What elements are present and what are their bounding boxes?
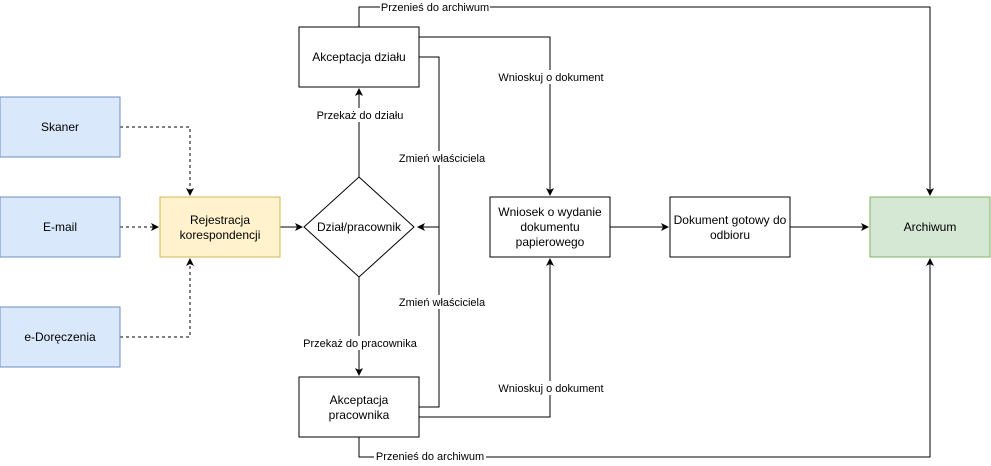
label-przekaz-do-dzialu: Przekaż do działu	[317, 110, 404, 122]
node-archiwum: Archiwum	[869, 196, 991, 258]
node-rejestracja: Rejestracja korespondencji	[159, 196, 281, 258]
edge-przenies-bottom	[358, 258, 934, 458]
label-przenies-top: Przenieś do archiwum	[381, 2, 489, 14]
node-dzial-pracownik-label: Dział/pracownik	[317, 220, 402, 234]
node-akceptacja-pracownika-label-1: Akceptacja	[330, 393, 389, 407]
edge-wnioskuj-top	[419, 36, 554, 196]
node-wniosek-label-2: dokumentu	[520, 220, 579, 234]
node-skaner: Skaner	[0, 96, 121, 158]
node-wniosek-label-1: Wniosek o wydanie	[498, 205, 602, 219]
node-skaner-label: Skaner	[41, 120, 79, 134]
node-rejestracja-label-1: Rejestracja	[190, 213, 250, 227]
node-wniosek-label-3: papierowego	[516, 235, 585, 249]
edge-skaner-rejestracja	[120, 126, 194, 196]
node-email: E-mail	[0, 196, 121, 258]
label-wnioskuj-bottom: Wnioskuj o dokument	[498, 383, 603, 395]
edge-zmien-wlasciciela-top	[417, 56, 440, 231]
label-zmien-wlasciciela-top: Zmień właściciela	[399, 153, 486, 165]
node-dokument-gotowy: Dokument gotowy do odbioru	[669, 196, 791, 258]
edge-przenies-top	[358, 6, 934, 196]
node-wniosek: Wniosek o wydanie dokumentu papierowego	[489, 196, 611, 258]
label-przekaz-do-pracownika: Przekaż do pracownika	[303, 338, 418, 350]
label-przenies-bottom: Przenieś do archiwum	[376, 451, 484, 463]
node-rejestracja-label-2: korespondencji	[180, 228, 261, 242]
node-edoreczenia: e-Doręczenia	[0, 306, 121, 368]
node-akceptacja-pracownika: Akceptacja pracownika	[298, 376, 420, 438]
edge-wnioskuj-bottom	[419, 258, 554, 418]
node-akceptacja-dzialu-label: Akceptacja działu	[312, 50, 405, 64]
label-wnioskuj-top: Wnioskuj o dokument	[498, 72, 603, 84]
node-akceptacja-pracownika-label-2: pracownika	[329, 408, 390, 422]
node-email-label: E-mail	[43, 220, 77, 234]
label-zmien-wlasciciela-bottom: Zmień właściciela	[399, 297, 486, 309]
node-edoreczenia-label: e-Doręczenia	[24, 330, 96, 344]
node-akceptacja-dzialu: Akceptacja działu	[298, 26, 420, 88]
node-dokument-gotowy-label-1: Dokument gotowy do	[674, 213, 787, 227]
edge-edoreczenia-rejestracja	[120, 258, 194, 338]
node-dzial-pracownik: Dział/pracownik	[303, 176, 415, 278]
edge-zmien-wlasciciela-bottom	[419, 227, 440, 408]
node-dokument-gotowy-label-2: odbioru	[710, 228, 750, 242]
node-archiwum-label: Archiwum	[904, 220, 957, 234]
